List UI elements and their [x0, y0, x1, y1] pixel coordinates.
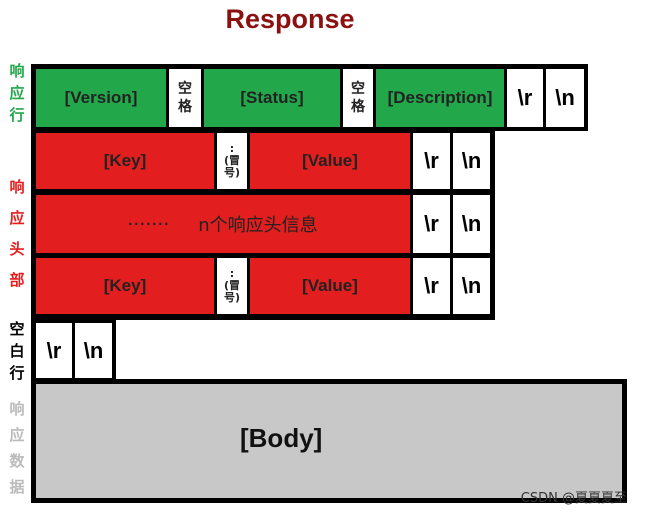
description-cell: [Description]: [376, 69, 504, 127]
side-char: 响: [9, 400, 25, 418]
carriage-return-cell: \r: [413, 258, 450, 314]
side-char: 响: [9, 62, 25, 80]
status-cell: [Status]: [204, 69, 340, 127]
colon-cell: :(冒号): [217, 258, 247, 314]
header-value-cell: [Value]: [250, 258, 410, 314]
carriage-return-cell: \r: [36, 323, 72, 378]
blank-line-side-label: 空 白 行: [6, 318, 28, 384]
side-char: 应: [9, 209, 25, 227]
header-value-cell: [Value]: [250, 133, 410, 189]
carriage-return-cell: \r: [413, 195, 450, 253]
colon-cell: :(冒号): [217, 133, 247, 189]
side-char: 据: [9, 478, 25, 496]
line-feed-cell: \n: [75, 323, 112, 378]
side-char: 行: [9, 364, 25, 382]
side-char: 应: [9, 84, 25, 102]
line-feed-cell: \n: [453, 195, 490, 253]
body-side-label: 响 应 数 据: [6, 396, 28, 500]
side-char: 头: [9, 240, 25, 258]
side-char: 数: [9, 452, 25, 470]
status-line-side-label: 响 应 行: [6, 60, 28, 126]
version-cell: [Version]: [36, 69, 166, 127]
side-char: 白: [9, 342, 25, 360]
side-char: 应: [9, 426, 25, 444]
carriage-return-cell: \r: [507, 69, 543, 127]
line-feed-cell: \n: [453, 258, 490, 314]
side-char: 空: [9, 320, 25, 338]
space-cell: 空格: [343, 69, 373, 127]
carriage-return-cell: \r: [413, 133, 450, 189]
n-headers-text: n个响应头信息: [198, 215, 318, 236]
space-cell: 空格: [169, 69, 201, 127]
header-key-cell: [Key]: [36, 258, 214, 314]
side-char: 行: [9, 106, 25, 124]
side-char: 部: [9, 271, 25, 289]
diagram-title: Response: [225, 4, 355, 34]
watermark: CSDN @夏夏夏至: [520, 491, 627, 506]
ellipsis-dots: ·······: [128, 215, 171, 233]
header-ellipsis-cell: ······· n个响应头信息: [36, 195, 410, 253]
body-cell: [Body]: [36, 384, 622, 498]
header-key-cell: [Key]: [36, 133, 214, 189]
headers-side-label: 响 应 头 部: [6, 172, 28, 296]
side-char: 响: [9, 178, 25, 196]
line-feed-cell: \n: [453, 133, 490, 189]
line-feed-cell: \n: [546, 69, 584, 127]
